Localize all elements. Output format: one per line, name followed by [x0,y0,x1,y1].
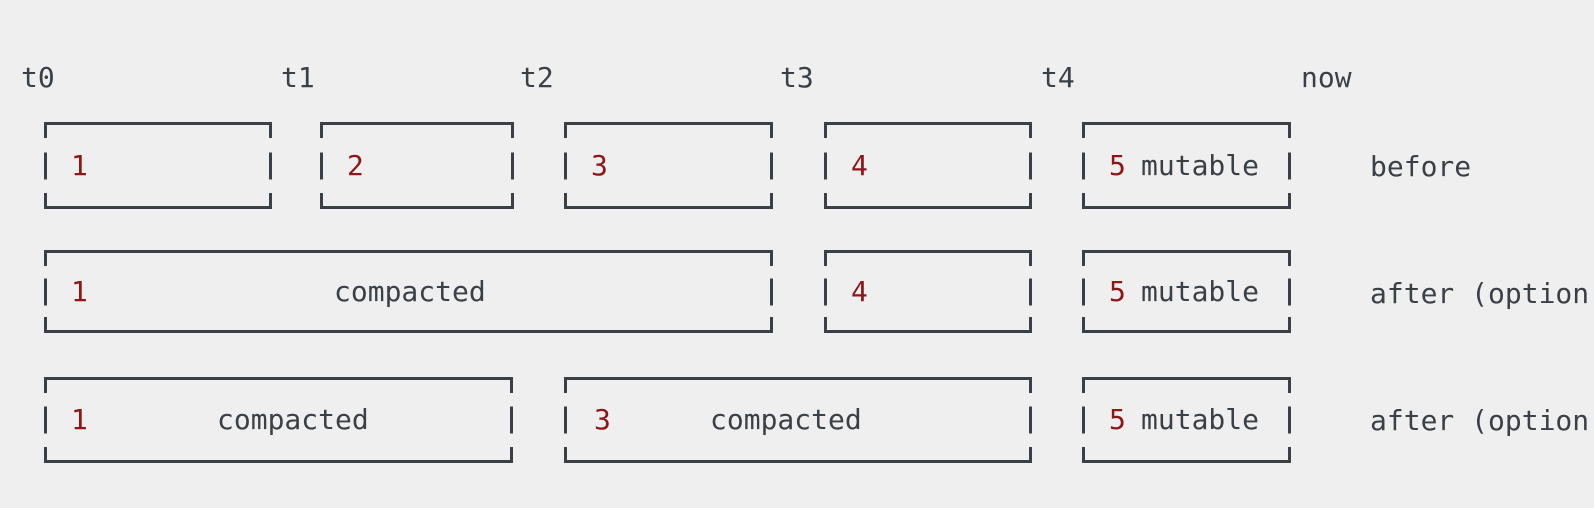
box-bottom-border [44,317,773,333]
box-right-pipe [1288,152,1291,179]
row-label-before: before [1370,150,1472,183]
box-top-border [44,377,513,393]
box-top-border [824,122,1032,138]
box-left-pipe [44,152,47,179]
box-right-pipe [510,406,513,434]
box-top-border [44,122,272,138]
segment-box-row1-1: 1 [44,122,272,209]
box-bottom-border [564,193,773,209]
box-top-border [824,250,1032,266]
segment-box-row2-1-compacted: 1 compacted [44,250,773,333]
segment-number: 1 [71,148,88,182]
box-top-border [564,122,773,138]
timeline-label-t2: t2 [520,61,554,94]
box-right-pipe [1288,278,1291,305]
segment-box-row2-5-mutable: 5 mutable [1082,250,1291,333]
segment-box-row3-5-mutable: 5 mutable [1082,377,1291,463]
box-top-border [564,377,1032,393]
segment-word: mutable [1141,403,1260,436]
box-bottom-border [824,193,1032,209]
box-left-pipe [1082,152,1085,179]
box-right-pipe [1029,278,1032,305]
segment-number: 5 [1109,403,1126,436]
segment-box-row1-4: 4 [824,122,1032,209]
box-right-pipe [770,278,773,305]
segment-number: 1 [71,403,88,436]
segment-word: mutable [1141,148,1260,182]
segment-number: 5 [1109,148,1126,182]
box-left-pipe [44,406,47,434]
segment-box-row1-2: 2 [320,122,514,209]
box-top-border [44,250,773,266]
box-bottom-border [320,193,514,209]
segment-number: 4 [851,274,868,308]
segment-number: 3 [594,403,611,436]
segment-number: 2 [347,148,364,182]
box-bottom-border [1082,193,1291,209]
box-right-pipe [770,152,773,179]
timeline-label-t3: t3 [780,61,814,94]
segment-number: 1 [71,274,88,308]
row-label-after-option-1: after (option [1370,277,1590,310]
segment-box-row3-1-compacted: 1 compacted [44,377,513,463]
timeline-label-t4: t4 [1041,61,1075,94]
box-right-pipe [1029,152,1032,179]
segment-word: compacted [710,403,862,436]
box-top-border [1082,122,1291,138]
box-right-pipe [1029,406,1032,434]
row-label-after-option-2: after (option [1370,404,1590,437]
box-top-border [1082,250,1291,266]
box-left-pipe [320,152,323,179]
segment-number: 5 [1109,274,1126,308]
box-right-pipe [511,152,514,179]
box-bottom-border [564,447,1032,463]
box-top-border [320,122,514,138]
box-left-pipe [824,278,827,305]
box-left-pipe [1082,406,1085,434]
segment-box-row1-5-mutable: 5 mutable [1082,122,1291,209]
segment-number: 3 [591,148,608,182]
timeline-label-t1: t1 [281,61,315,94]
box-bottom-border [824,317,1032,333]
box-left-pipe [564,406,567,434]
segment-number: 4 [851,148,868,182]
segment-word: compacted [334,274,486,308]
box-bottom-border [44,193,272,209]
box-left-pipe [1082,278,1085,305]
box-bottom-border [1082,317,1291,333]
box-bottom-border [44,447,513,463]
box-right-pipe [269,152,272,179]
segment-box-row3-3-compacted: 3 compacted [564,377,1032,463]
box-left-pipe [824,152,827,179]
box-bottom-border [1082,447,1291,463]
box-left-pipe [44,278,47,305]
box-top-border [1082,377,1291,393]
box-right-pipe [1288,406,1291,434]
timeline-label-t0: t0 [21,61,55,94]
segment-word: mutable [1141,274,1260,308]
segment-box-row1-3: 3 [564,122,773,209]
segment-box-row2-4: 4 [824,250,1032,333]
segment-word: compacted [217,403,369,436]
box-left-pipe [564,152,567,179]
timeline-label-now: now [1301,61,1352,94]
